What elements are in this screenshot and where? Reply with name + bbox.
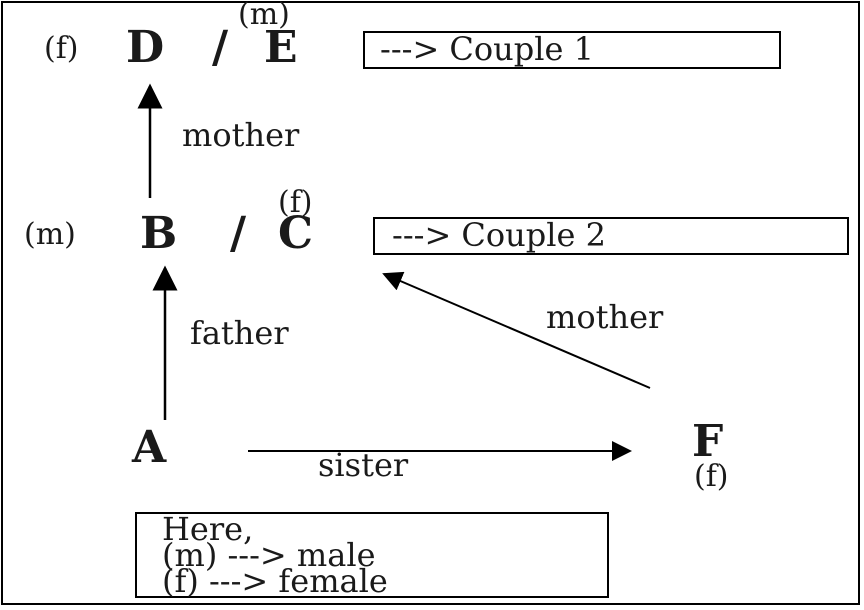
legend-line-1: Here, (162, 510, 253, 548)
relation-label-sister: sister (318, 446, 409, 484)
gender-tag-c: (f) (278, 185, 313, 220)
separator-b-c: / (230, 208, 247, 259)
node-c: C (278, 208, 313, 259)
legend-line-2: (m) ---> male (162, 536, 376, 574)
node-e: E (264, 22, 298, 73)
gender-tag-e: (m) (238, 0, 290, 32)
gender-tag-b: (m) (24, 217, 76, 252)
gender-tag-d: (f) (44, 31, 79, 66)
couple-2-label: ---> Couple 2 (392, 216, 606, 254)
arrow-f-to-c (382, 271, 651, 389)
relation-label-father: father (190, 314, 289, 352)
node-a: A (131, 422, 167, 473)
gender-tag-f: (f) (694, 459, 729, 494)
legend-line-3: (f) ---> female (162, 562, 388, 600)
couple-2-box (373, 217, 849, 255)
separator-d-e: / (212, 22, 229, 73)
node-b: B (140, 208, 177, 259)
relation-label-mother-top: mother (182, 116, 300, 154)
node-d: D (126, 22, 164, 73)
legend-box (135, 512, 609, 598)
couple-1-box (363, 31, 781, 69)
relation-label-mother-right: mother (546, 298, 664, 336)
node-f: F (692, 416, 723, 467)
couple-1-label: ---> Couple 1 (380, 30, 594, 68)
